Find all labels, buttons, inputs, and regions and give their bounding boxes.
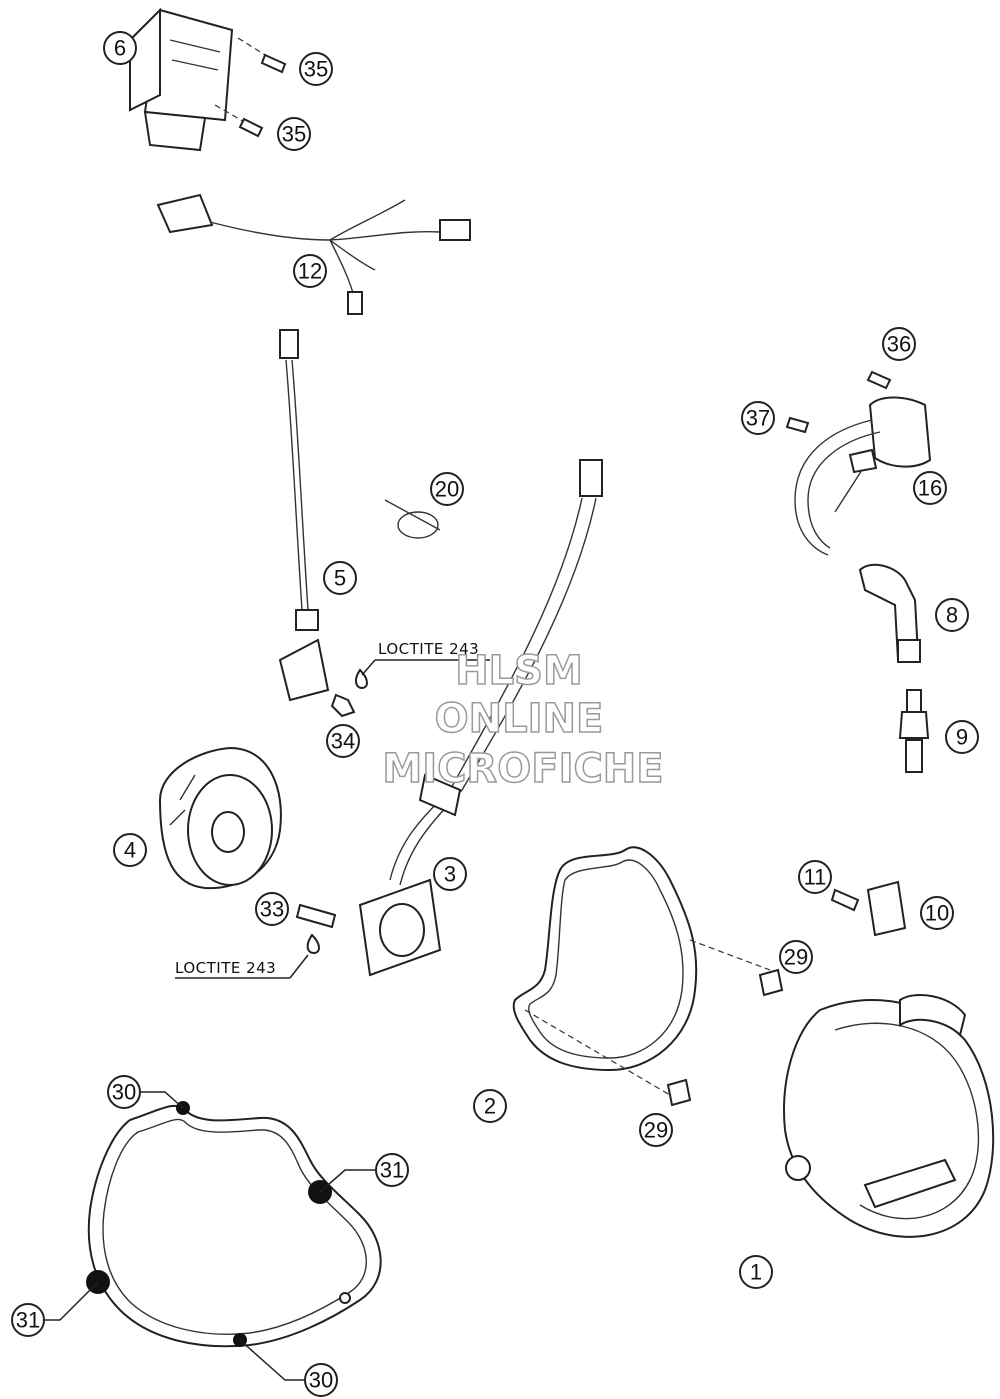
callout-6: 6 [103, 31, 137, 65]
callout-2: 2 [473, 1089, 507, 1123]
watermark: HLSM ONLINE MICROFICHE [382, 647, 665, 793]
control-unit-part-6 [129, 7, 234, 152]
dowel-29-upper [758, 968, 784, 997]
callout-3-label: 3 [444, 862, 456, 887]
callout-36: 36 [882, 327, 916, 361]
callout-1-label: 1 [750, 1260, 762, 1285]
callout-36-label: 36 [887, 332, 911, 357]
watermark-line-3: MICROFICHE [382, 746, 663, 792]
callout-34: 34 [326, 724, 360, 758]
callout-12-label: 12 [298, 259, 322, 284]
ignition-cover-part-1 [783, 994, 995, 1238]
callout-34-label: 34 [331, 729, 355, 754]
callout-35-bottom: 35 [277, 117, 311, 151]
leader-lines [42, 659, 490, 1381]
callout-33-label: 33 [260, 897, 284, 922]
bolt-35-top [237, 37, 287, 74]
callout-30-top-label: 30 [112, 1080, 136, 1105]
callout-5-label: 5 [334, 566, 346, 591]
callout-31-left-label: 31 [16, 1308, 40, 1333]
loctite-note-top: LOCTITE 243 [378, 640, 479, 658]
callout-20-label: 20 [435, 477, 459, 502]
spark-plug-part-9 [898, 689, 930, 773]
callout-10-label: 10 [925, 901, 949, 926]
stator-part-3 [358, 459, 603, 977]
ignition-coil-part-16 [785, 370, 932, 556]
watermark-line-2: ONLINE [435, 696, 604, 742]
callout-31-left: 31 [11, 1303, 45, 1337]
callout-9: 9 [945, 720, 979, 754]
callout-10: 10 [920, 896, 954, 930]
screw-11 [830, 888, 860, 912]
callout-31-right: 31 [375, 1153, 409, 1187]
bolt-35-bottom [214, 104, 264, 138]
screw-34 [330, 668, 368, 718]
callout-37-label: 37 [746, 406, 770, 431]
callout-4: 4 [113, 833, 147, 867]
callout-8-label: 8 [946, 603, 958, 628]
sensor-cable-part-5 [278, 329, 330, 702]
bracket-10 [866, 880, 907, 937]
callout-2-label: 2 [484, 1094, 496, 1119]
callout-16: 16 [913, 471, 947, 505]
cable-tie-part-20 [384, 499, 441, 539]
callout-37: 37 [741, 401, 775, 435]
callout-11: 11 [798, 860, 832, 894]
callout-5: 5 [323, 561, 357, 595]
spark-plug-connector-part-8 [858, 563, 921, 663]
callout-29-upper-label: 29 [784, 945, 808, 970]
watermark-line-1: HLSM [455, 648, 583, 694]
callout-35-top-label: 35 [304, 57, 328, 82]
callout-8: 8 [935, 598, 969, 632]
callout-16-label: 16 [918, 476, 942, 501]
loctite-note-bottom: LOCTITE 243 [175, 959, 276, 977]
callout-30-bottom: 30 [304, 1363, 338, 1397]
callout-31-right-label: 31 [380, 1158, 404, 1183]
screw-33 [295, 903, 337, 955]
callout-33: 33 [255, 892, 289, 926]
callout-11-label: 11 [804, 865, 827, 890]
callout-6-label: 6 [114, 36, 126, 61]
callout-29-lower: 29 [639, 1113, 673, 1147]
callout-35-top: 35 [299, 52, 333, 86]
flywheel-part-4 [158, 746, 282, 890]
callout-3: 3 [433, 857, 467, 891]
callout-30-bottom-label: 30 [309, 1368, 333, 1393]
dowel-29-lower [666, 1078, 692, 1107]
callout-4-label: 4 [124, 838, 136, 863]
callout-9-label: 9 [956, 725, 968, 750]
callout-35-bottom-label: 35 [282, 122, 306, 147]
callout-20: 20 [430, 472, 464, 506]
callout-29-upper: 29 [779, 940, 813, 974]
callout-12: 12 [293, 254, 327, 288]
wiring-harness-part-12 [156, 193, 471, 315]
callout-30-top: 30 [107, 1075, 141, 1109]
cover-gasket-part-2 [512, 846, 771, 1096]
callout-29-lower-label: 29 [644, 1118, 668, 1143]
callout-1: 1 [739, 1255, 773, 1289]
gasket-detail [86, 1101, 382, 1348]
